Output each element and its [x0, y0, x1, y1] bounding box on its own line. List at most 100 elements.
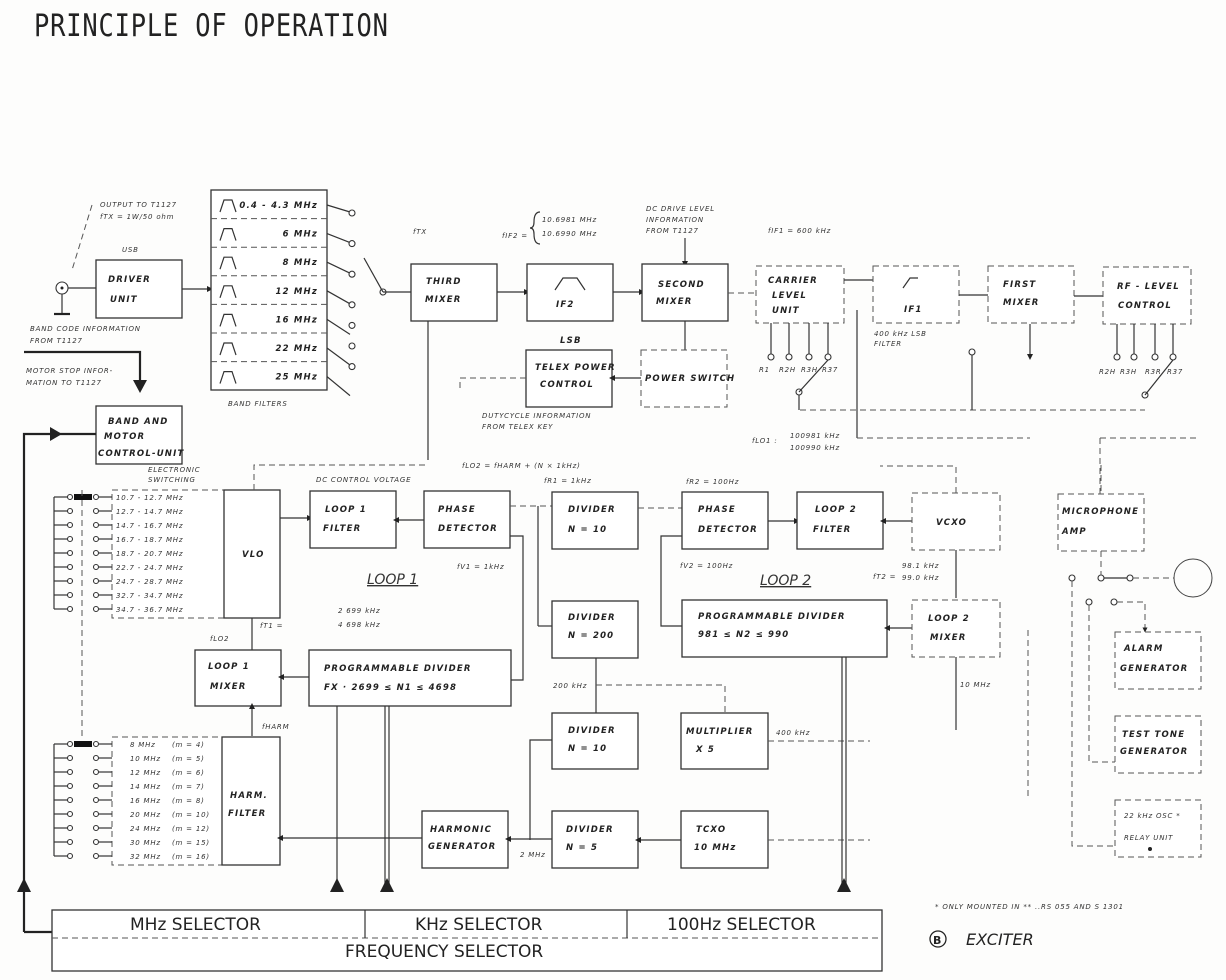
power-switch-block: POWER SWITCH [640, 349, 735, 408]
harm-m-label: (m = 7) [172, 783, 205, 791]
svg-text:GENERATOR: GENERATOR [1120, 747, 1188, 757]
svg-text:LOOP 2: LOOP 2 [928, 614, 970, 624]
svg-text:HARMONIC: HARMONIC [430, 825, 492, 835]
svg-text:MIXER: MIXER [656, 297, 693, 307]
page-title: PRINCIPLE OF OPERATION [34, 8, 389, 44]
harm-m-label: (m = 5) [172, 755, 205, 763]
resistor-label: R3H [1120, 368, 1137, 376]
harm-freq-label: 32 MHz [130, 853, 161, 861]
svg-text:PROGRAMMABLE DIVIDER: PROGRAMMABLE DIVIDER [698, 612, 846, 622]
output-annotation-1: OUTPUT TO T1127 [100, 201, 177, 209]
resistor-label: R3H [801, 366, 818, 374]
svg-text:LOOP 2: LOOP 2 [815, 505, 857, 515]
svg-text:SECOND: SECOND [658, 280, 705, 290]
band-filter-label: 22 MHz [275, 344, 318, 354]
flo2-short-label: fLO2 [210, 635, 229, 643]
resistor-label: R37 [822, 366, 838, 374]
harmonic-generator-block: HARMONIC GENERATOR [421, 810, 509, 869]
harm-freq-label: 30 MHz [130, 839, 161, 847]
svg-text:FX · 2699 ≤ N1 ≤ 4698: FX · 2699 ≤ N1 ≤ 4698 [324, 683, 457, 693]
harm-freq-label: 8 MHz [130, 741, 156, 749]
harm-m-label: (m = 12) [172, 825, 210, 833]
harm-freq-label: 14 MHz [130, 783, 161, 791]
svg-text:MIXER: MIXER [1003, 298, 1040, 308]
svg-text:10 MHz: 10 MHz [694, 843, 737, 853]
mhz-selector-label: MHz SELECTOR [130, 915, 261, 935]
rf-level-control-block: RF - LEVEL CONTROL [1102, 266, 1192, 325]
fif2-value-2: 10.6990 MHz [542, 230, 597, 238]
harm-m-label: (m = 6) [172, 769, 205, 777]
phase-detector-2-block: PHASE DETECTOR [681, 491, 769, 550]
band-filter-row: 12 MHz [219, 285, 351, 305]
svg-text:CARRIER: CARRIER [768, 276, 818, 286]
svg-text:DIVIDER: DIVIDER [568, 505, 616, 515]
svg-text:HARM.: HARM. [230, 791, 268, 801]
osc-relay-unit-block: 22 kHz OSC * RELAY UNIT [1114, 799, 1202, 858]
programmable-divider-2-block: PROGRAMMABLE DIVIDER 981 ≤ N2 ≤ 990 [681, 599, 888, 658]
divider-n5-block: DIVIDER N = 5 [551, 810, 639, 869]
band-filter-row: 0.4 - 4.3 MHz [219, 199, 351, 213]
svg-text:X 5: X 5 [695, 745, 715, 755]
vlo-range-row: 14.7 - 16.7 MHz [54, 521, 183, 530]
band-filter-row: 16 MHz [219, 313, 351, 335]
svg-text:LOOP 1: LOOP 1 [208, 662, 250, 672]
svg-text:GENERATOR: GENERATOR [428, 842, 496, 852]
loop1-mixer-block: LOOP 1 MIXER [194, 649, 282, 707]
band-filter-row: 6 MHz [219, 228, 351, 244]
svg-text:DRIVER: DRIVER [108, 275, 151, 285]
vlo-range-label: 32.7 - 34.7 MHz [116, 592, 183, 600]
arrow-icon [133, 380, 147, 393]
lsb-label: LSB [560, 336, 582, 346]
electronic-switching-label-2: SWITCHING [148, 476, 196, 484]
svg-text:22 kHz OSC *: 22 kHz OSC * [1124, 812, 1181, 820]
svg-text:GENERATOR: GENERATOR [1120, 664, 1188, 674]
microphone-icon [1068, 551, 1213, 598]
harm-range-row: 32 MHz(m = 16) [54, 852, 209, 861]
khz-selector-label: KHz SELECTOR [415, 915, 543, 935]
svg-text:BAND AND: BAND AND [108, 417, 169, 427]
fr2-label: fR2 = 100Hz [686, 478, 739, 486]
svg-text:RELAY UNIT: RELAY UNIT [1124, 834, 1173, 842]
fr1-label: fR1 = 1kHz [544, 477, 592, 485]
ft2-value-2: 99.0 kHz [902, 574, 939, 582]
svg-text:MIXER: MIXER [425, 295, 462, 305]
svg-text:CONTROL-UNIT: CONTROL-UNIT [98, 449, 184, 459]
phase-detector-1-block: PHASE DETECTOR [423, 490, 511, 549]
band-filter-label: 0.4 - 4.3 MHz [239, 201, 318, 211]
resistor-label: R2H [1099, 368, 1116, 376]
100hz-selector-label: 100Hz SELECTOR [667, 915, 816, 935]
svg-text:IF1: IF1 [904, 305, 922, 315]
second-mixer-block: SECOND MIXER [641, 263, 729, 322]
svg-text:UNIT: UNIT [110, 295, 138, 305]
if2-filter-block: IF2 [526, 263, 614, 322]
vlo-range-row: 10.7 - 12.7 MHz [54, 493, 183, 502]
band-filters-caption: BAND FILTERS [228, 400, 288, 408]
dutycycle-annotation-2: FROM TELEX KEY [482, 423, 553, 431]
flo1-value-2: 100990 kHz [790, 444, 840, 452]
ftx-label: fTX [413, 228, 427, 236]
vlo-range-label: 24.7 - 28.7 MHz [116, 578, 183, 586]
svg-text:TCXO: TCXO [696, 825, 726, 835]
frequency-selector-label: FREQUENCY SELECTOR [345, 942, 543, 962]
svg-text:TELEX POWER: TELEX POWER [535, 363, 616, 373]
dutycycle-annotation-1: DUTYCYCLE INFORMATION [482, 412, 591, 420]
vlo-range-label: 10.7 - 12.7 MHz [116, 494, 183, 502]
svg-text:ALARM: ALARM [1123, 644, 1164, 654]
band-filter-label: 12 MHz [275, 287, 318, 297]
10mhz-label: 10 MHz [960, 681, 991, 689]
harm-freq-label: 12 MHz [130, 769, 161, 777]
resistor-label: R2H [779, 366, 796, 374]
harm-m-label: (m = 10) [172, 811, 210, 819]
band-filter-label: 6 MHz [283, 230, 318, 240]
harm-range-row: 14 MHz (m = 7) [54, 782, 205, 791]
if1-filter-annotation-1: 400 kHz LSB [874, 330, 927, 338]
svg-text:POWER SWITCH: POWER SWITCH [645, 374, 735, 384]
harm-m-label: (m = 4) [172, 741, 205, 749]
harm-range-row: 12 MHz (m = 6) [54, 768, 205, 777]
band-filter-row: 25 MHz [219, 371, 351, 397]
svg-text:MULTIPLIER: MULTIPLIER [686, 727, 754, 737]
carrier-level-unit-block: CARRIER LEVEL UNIT [755, 265, 845, 324]
svg-text:DETECTOR: DETECTOR [438, 524, 498, 534]
tcxo-block: TCXO 10 MHz [680, 810, 769, 869]
